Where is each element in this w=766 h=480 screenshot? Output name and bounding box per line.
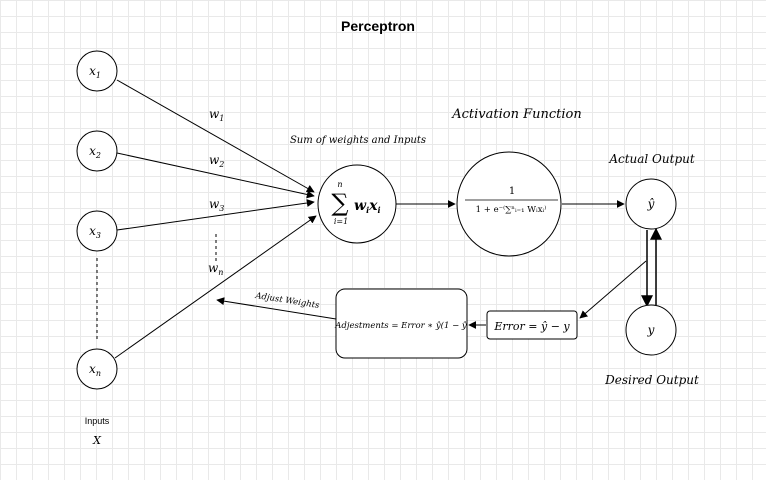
error-box: Error = ŷ − y xyxy=(486,310,578,340)
edge-x1-sum xyxy=(116,79,315,193)
inputs-label: Inputs xyxy=(85,416,110,426)
desired-output-node-y: y xyxy=(625,304,677,356)
svg-text:x3: x3 xyxy=(89,224,101,240)
output-node-y-hat: ŷ xyxy=(625,178,677,230)
weight-label-wn: wn xyxy=(208,261,223,277)
edge-x2-sum xyxy=(116,152,315,199)
svg-text:1 + e⁻⁽∑ⁿᵢ₌₁ Wᵢxᵢ⁾: 1 + e⁻⁽∑ⁿᵢ₌₁ Wᵢxᵢ⁾ xyxy=(476,205,547,215)
svg-text:n: n xyxy=(337,180,342,189)
activation-label: Activation Function xyxy=(451,107,582,122)
svg-text:x1: x1 xyxy=(89,64,101,80)
svg-text:Adjestments = Error ∗ ŷ(1 − ŷ: Adjestments = Error ∗ ŷ(1 − ŷ xyxy=(334,320,467,331)
weight-label-w3: w3 xyxy=(209,197,224,213)
svg-text:wixi: wixi xyxy=(354,198,381,215)
edge-output-error xyxy=(579,260,647,319)
svg-text:x2: x2 xyxy=(89,144,101,160)
edge-x3-sum xyxy=(116,199,315,231)
svg-text:ŷ: ŷ xyxy=(647,197,655,211)
input-node-xn: xn xyxy=(76,348,118,390)
weight-label-w2: w2 xyxy=(209,153,224,169)
actual-output-label: Actual Output xyxy=(608,152,695,166)
svg-text:Error = ŷ − y: Error = ŷ − y xyxy=(493,320,570,333)
sum-node: n ∑ i=1 wixi xyxy=(317,164,397,244)
adjust-weights-label: Adjust Weights xyxy=(254,291,321,311)
adjustments-box: Adjestments = Error ∗ ŷ(1 − ŷ xyxy=(334,288,468,359)
svg-text:y: y xyxy=(647,323,655,337)
activation-node: 1 1 + e⁻⁽∑ⁿᵢ₌₁ Wᵢxᵢ⁾ xyxy=(456,151,562,257)
svg-text:∑: ∑ xyxy=(331,189,348,217)
edge-xn-sum xyxy=(114,215,317,359)
input-node-x2: x2 xyxy=(76,130,118,172)
desired-output-label: Desired Output xyxy=(604,373,699,387)
svg-text:1: 1 xyxy=(509,186,515,197)
sum-label: Sum of weights and Inputs xyxy=(290,135,426,146)
svg-text:xn: xn xyxy=(89,362,101,378)
svg-text:i=1: i=1 xyxy=(334,217,348,226)
inputs-symbol: X xyxy=(92,434,102,447)
weight-label-w1: w1 xyxy=(209,107,224,123)
input-node-x3: x3 xyxy=(76,210,118,252)
edge-adjust-weights xyxy=(216,297,337,320)
input-node-x1: x1 xyxy=(76,50,118,92)
diagram-title: Perceptron xyxy=(341,18,415,34)
